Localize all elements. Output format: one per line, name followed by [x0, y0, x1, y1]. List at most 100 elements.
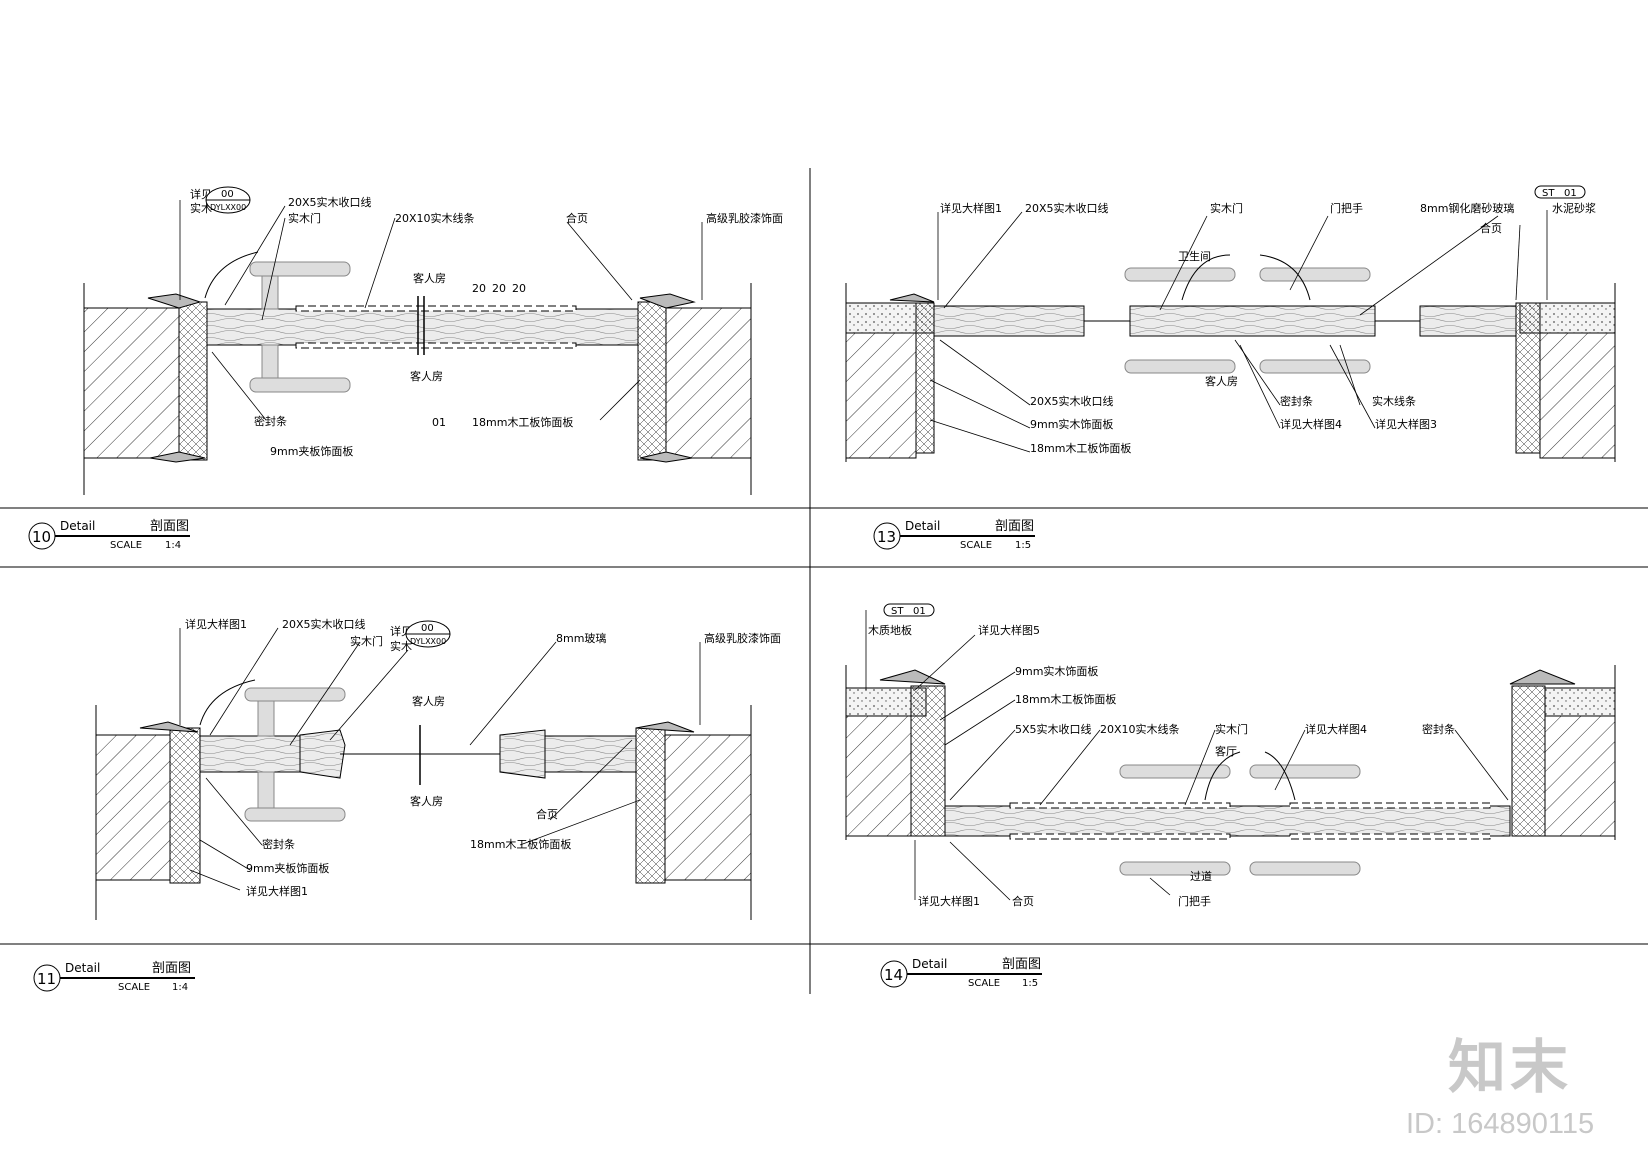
scale-label: SCALE	[960, 540, 992, 551]
detail-panel-14	[845, 610, 1616, 901]
label: 实木门	[350, 634, 383, 648]
title-block-14: 14 Detail 剖面图 SCALE 1:5	[880, 957, 1042, 989]
scale-value: 1:4	[165, 540, 181, 551]
dimension: 20	[472, 282, 486, 295]
label: 实木门	[1215, 722, 1248, 736]
label: 详见大样图4	[1305, 722, 1367, 736]
watermark-id: ID: 164890115	[1406, 1108, 1595, 1140]
label: 5X5实木收口线	[1015, 722, 1092, 736]
detail-word: Detail	[905, 519, 940, 533]
section-tag: 01	[1564, 188, 1577, 199]
label: 门把手	[1178, 894, 1211, 908]
title-block-11: 11 Detail 剖面图 SCALE 1:4	[33, 961, 195, 993]
label: 密封条	[262, 837, 295, 851]
scale-label: SCALE	[968, 978, 1000, 989]
detail-number: 10	[32, 528, 51, 546]
tag: 01	[432, 416, 446, 429]
label: 客人房	[410, 794, 443, 808]
label: 18mm木工板饰面板	[470, 837, 571, 851]
label: 20X5实木收口线	[1030, 394, 1114, 408]
wall-right	[637, 283, 752, 495]
detail-title: 剖面图	[1002, 957, 1041, 972]
label: 8mm钢化磨砂玻璃	[1420, 201, 1514, 215]
label: 20X5实木收口线	[282, 617, 366, 631]
detail-word: Detail	[912, 957, 947, 971]
label: 18mm木工板饰面板	[1015, 692, 1116, 706]
section-tag: ST	[1542, 188, 1555, 199]
label: 高级乳胶漆饰面	[704, 631, 781, 645]
detail-panel-13	[845, 210, 1616, 462]
section-tag: 00	[221, 189, 234, 200]
door-handle	[249, 261, 351, 393]
label: 详见大样图1	[246, 884, 308, 898]
label: 高级乳胶漆饰面	[706, 211, 783, 225]
detail-panel-10	[83, 200, 752, 495]
detail-title: 剖面图	[152, 961, 191, 976]
label: 详见大样图1	[940, 201, 1002, 215]
label: 合页	[566, 211, 588, 225]
detail-number: 13	[877, 528, 896, 546]
scale-value: 1:5	[1022, 978, 1038, 989]
title-block-13: 13 Detail 剖面图 SCALE 1:5	[873, 519, 1035, 551]
detail-number: 11	[37, 970, 56, 988]
label: 9mm夹板饰面板	[270, 444, 353, 458]
label: 密封条	[1280, 394, 1313, 408]
label: 客人房	[413, 271, 446, 285]
label: 20X10实木线条	[1100, 722, 1180, 736]
section-tag: ST	[891, 606, 904, 617]
door-leaf	[206, 296, 639, 355]
label: 详见大样图1	[918, 894, 980, 908]
detail-title: 剖面图	[150, 519, 189, 534]
label: 密封条	[1422, 722, 1455, 736]
label: 20X10实木线条	[395, 211, 475, 225]
section-tag: 00	[421, 623, 434, 634]
detail-word: Detail	[60, 519, 95, 533]
label: 详见大样图3	[1375, 417, 1437, 431]
scale-value: 1:5	[1015, 540, 1031, 551]
label: 实木门	[1210, 201, 1243, 215]
section-tag: 01	[913, 606, 926, 617]
label: 20X5实木收口线	[288, 195, 372, 209]
label: 实木线条	[1372, 394, 1416, 408]
swing-arrow	[204, 251, 259, 299]
detail-panel-11	[95, 627, 752, 920]
label: 详见大样图4	[1280, 417, 1342, 431]
label: 9mm实木饰面板	[1030, 417, 1113, 431]
scale-value: 1:4	[172, 982, 188, 993]
detail-word: Detail	[65, 961, 100, 975]
label: 合页	[536, 807, 558, 821]
dimension: 20	[512, 282, 526, 295]
dimension: 20	[492, 282, 506, 295]
label: 8mm玻璃	[556, 631, 606, 645]
label: 门把手	[1330, 201, 1363, 215]
label: 木质地板	[868, 623, 912, 637]
wall-left	[83, 283, 208, 495]
scale-label: SCALE	[118, 982, 150, 993]
label: 卫生间	[1178, 249, 1211, 263]
leader-lines	[179, 200, 703, 421]
label: 18mm木工板饰面板	[472, 415, 573, 429]
label: 实木	[190, 201, 212, 215]
label: 密封条	[254, 414, 287, 428]
label: 详见大样图5	[978, 623, 1040, 637]
section-tag: DYLXX00	[210, 203, 246, 212]
label: 客人房	[410, 369, 443, 383]
label: 客人房	[1205, 374, 1238, 388]
label: 20X5实木收口线	[1025, 201, 1109, 215]
detail-number: 14	[884, 966, 903, 984]
label: 18mm木工板饰面板	[1030, 441, 1131, 455]
label: 客人房	[412, 694, 445, 708]
section-tag: DYLXX00	[410, 637, 446, 646]
label: 水泥砂浆	[1552, 201, 1596, 215]
label: 客厅	[1215, 744, 1237, 758]
label: 过道	[1190, 869, 1212, 883]
scale-label: SCALE	[110, 540, 142, 551]
label: 9mm夹板饰面板	[246, 861, 329, 875]
title-block-10: 10 Detail 剖面图 SCALE 1:4	[28, 519, 190, 551]
label: 实木门	[288, 211, 321, 225]
detail-title: 剖面图	[995, 519, 1034, 534]
label: 合页	[1480, 221, 1502, 235]
sheet-frame	[0, 168, 1648, 994]
label: 合页	[1012, 894, 1034, 908]
